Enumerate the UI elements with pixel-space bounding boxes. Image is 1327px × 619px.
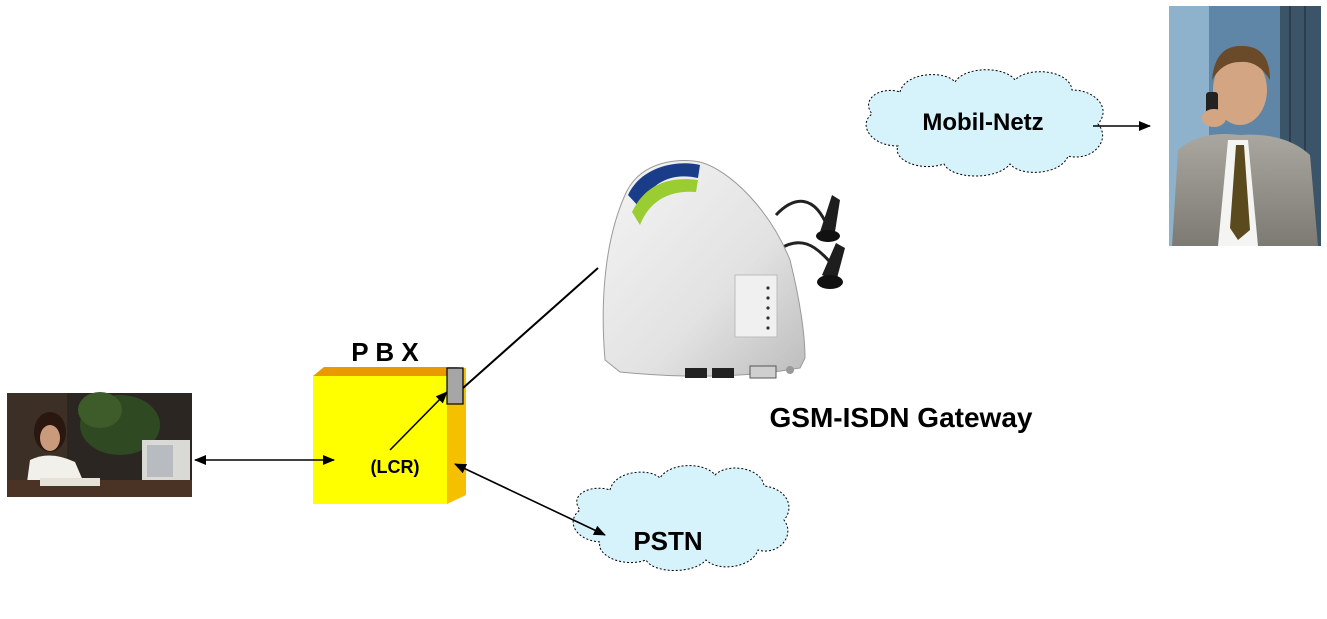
woman-on-phone-photo [7, 392, 192, 497]
businessman-on-mobile-photo [1169, 6, 1321, 246]
gsm-isdn-gateway-device [602, 160, 845, 379]
gateway-label: GSM-ISDN Gateway [770, 402, 1033, 433]
connection-pbx-pstn [454, 463, 606, 536]
pstn-cloud: PSTN [572, 465, 790, 571]
mobile-network-cloud: Mobil-Netz [865, 69, 1104, 177]
lcr-route-arrow [389, 391, 448, 451]
pbx-box [313, 367, 466, 504]
mobile-network-label: Mobil-Netz [922, 109, 1043, 136]
pbx-lcr-label: (LCR) [371, 457, 420, 477]
pbx-title: P B X [351, 337, 419, 367]
pbx-port [446, 367, 464, 405]
connection-pbx-gateway [462, 267, 599, 389]
pstn-label: PSTN [633, 526, 702, 556]
